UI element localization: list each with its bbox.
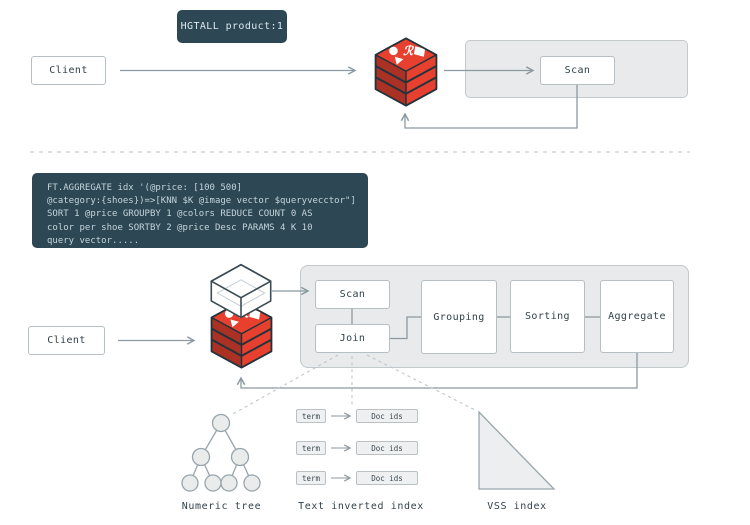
wireframe-cube-icon (210, 263, 272, 319)
sorting-node: Sorting (510, 280, 585, 353)
redis-cube-icon (374, 37, 438, 107)
code-line: SORT 1 @price GROUPBY 1 @colors REDUCE C… (47, 209, 313, 220)
client-label: Client (49, 65, 88, 76)
vss-index-label: VSS index (487, 501, 547, 512)
aggregate-node: Aggregate (600, 280, 674, 353)
term-box: term (296, 409, 326, 423)
code-line: @category:{shoes})=>[KNN $K @image vecto… (47, 196, 356, 207)
code-line: color per shoe SORTBY 2 @price Desc PARA… (47, 222, 313, 233)
scan-label: Scan (339, 289, 366, 300)
scan-node-bottom: Scan (315, 280, 390, 309)
doc-ids-label: Doc ids (371, 443, 403, 453)
join-label: Join (339, 333, 366, 344)
doc-ids-label: Doc ids (371, 411, 403, 421)
text-inverted-index-label: Text inverted index (298, 501, 424, 512)
term-label: term (301, 443, 321, 453)
grouping-label: Grouping (433, 311, 485, 323)
numeric-tree-label: Numeric tree (181, 501, 262, 512)
code-line: query vector..... (47, 235, 140, 246)
doc-ids-box: Doc ids (356, 441, 418, 455)
client-node-bottom: Client (28, 326, 105, 355)
client-node-top: Client (31, 56, 106, 85)
aggregate-label: Aggregate (608, 311, 666, 322)
doc-ids-box: Doc ids (356, 409, 418, 423)
scan-label: Scan (564, 65, 591, 76)
numeric-tree-graphic (181, 413, 261, 492)
term-box: term (296, 471, 326, 485)
term-box: term (296, 441, 326, 455)
redis-cube-icon (210, 300, 273, 369)
code-line: FT.AGGREGATE idx '(@price: [100 500] (47, 183, 243, 193)
doc-ids-label: Doc ids (371, 473, 403, 483)
ft-aggregate-code-block: FT.AGGREGATE idx '(@price: [100 500] @ca… (32, 173, 368, 248)
grouping-node: Grouping (421, 280, 497, 354)
sorting-label: Sorting (525, 311, 570, 322)
term-label: term (301, 411, 321, 421)
join-node: Join (315, 324, 390, 353)
scan-node-top: Scan (540, 56, 615, 85)
doc-ids-box: Doc ids (356, 471, 418, 485)
vss-index-triangle (478, 410, 556, 490)
client-label: Client (47, 335, 86, 346)
term-label: term (301, 473, 321, 483)
command-badge-label: HGTALL product:1 (180, 21, 284, 32)
command-badge: HGTALL product:1 (177, 10, 287, 43)
